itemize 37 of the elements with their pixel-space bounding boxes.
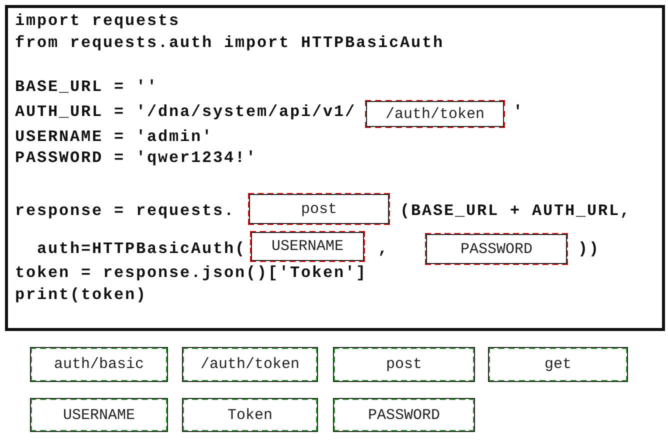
option-text: USERNAME xyxy=(62,406,135,424)
answer-option xyxy=(333,398,475,432)
option-text: PASSWORD xyxy=(460,240,532,258)
code-line: import requests xyxy=(15,12,180,30)
code-line: PASSWORD = 'qwer1234!' xyxy=(15,149,258,167)
option-text: get xyxy=(544,356,572,373)
option-text: /auth/token xyxy=(385,106,485,122)
code-line: from requests.auth import HTTPBasicAuth xyxy=(15,34,444,52)
option-text: /auth/token xyxy=(200,356,300,373)
drop-zone xyxy=(250,231,365,262)
option-text: post xyxy=(386,356,422,373)
answer-option xyxy=(182,398,318,432)
drop-zone xyxy=(248,193,390,225)
answer-option xyxy=(30,398,168,432)
code-line: print(token) xyxy=(15,286,148,304)
code-line: USERNAME = 'admin' xyxy=(15,128,214,146)
answer-option xyxy=(333,347,475,382)
code-line: token = response.json()['Token'] xyxy=(15,264,368,282)
code-line: )) xyxy=(578,240,600,258)
answer-option xyxy=(488,347,628,382)
option-text: PASSWORD xyxy=(368,406,440,424)
answer-option xyxy=(30,347,168,382)
code-line: response = requests. xyxy=(15,202,236,220)
code-line: auth=HTTPBasicAuth( xyxy=(37,240,246,258)
option-text: post xyxy=(300,200,337,218)
code-line: (BASE_URL + AUTH_URL, xyxy=(400,202,632,220)
option-text: auth/basic xyxy=(54,356,144,373)
code-line: , xyxy=(378,240,390,258)
drop-zone xyxy=(365,100,505,128)
answer-option xyxy=(182,347,318,382)
option-text: USERNAME xyxy=(271,238,344,255)
code-line: ' xyxy=(513,103,524,121)
code-line: BASE_URL = '' xyxy=(15,78,158,96)
option-text: Token xyxy=(227,406,272,424)
code-line: AUTH_URL = '/dna/system/api/v1/ xyxy=(15,103,356,121)
drop-zone xyxy=(425,233,568,265)
code-panel xyxy=(5,5,665,331)
